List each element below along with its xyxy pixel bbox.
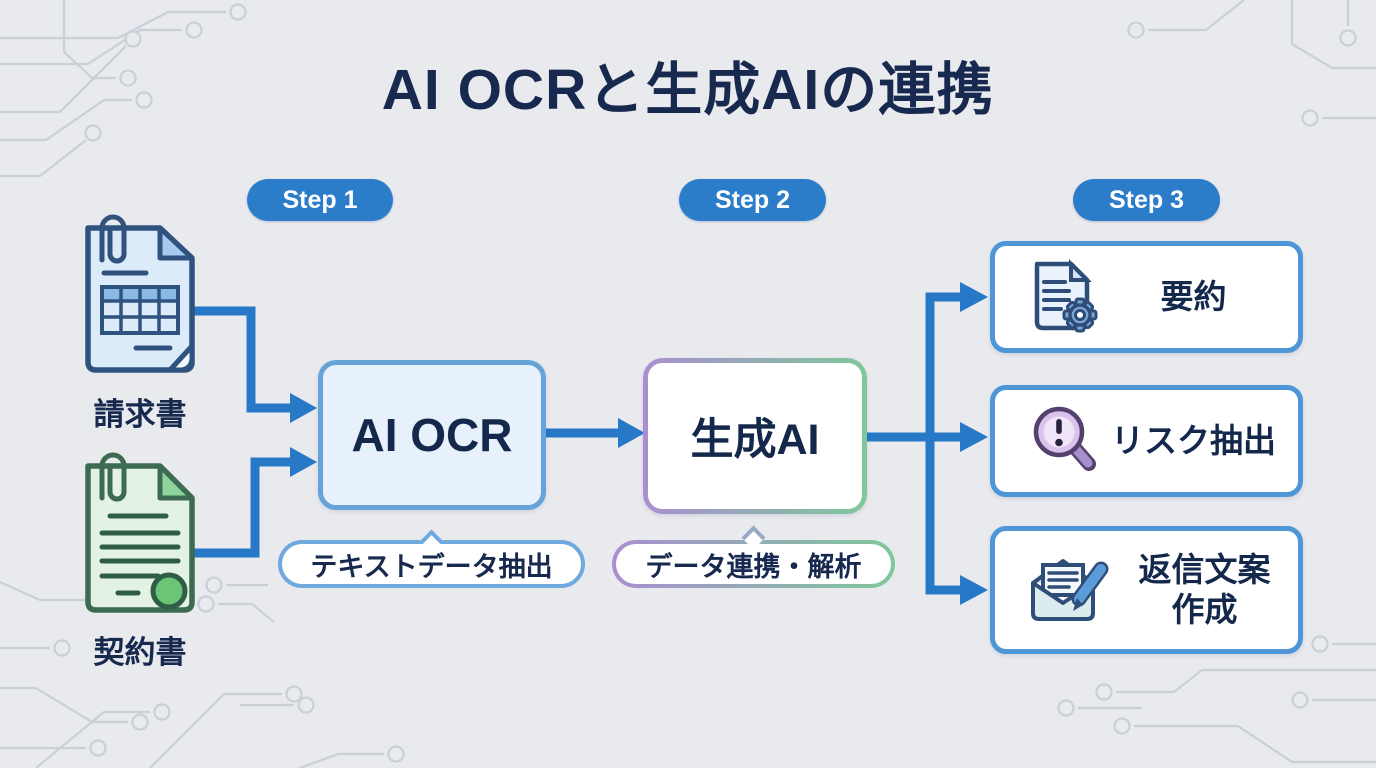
step-3-badge: Step 3 (1073, 179, 1220, 221)
input-label-contract: 契約書 (93, 635, 187, 670)
magnifier-alert-icon (1025, 402, 1103, 480)
gen-ai-label: 生成AI (690, 416, 820, 464)
input-invoice: 請求書 (40, 210, 240, 434)
output-label-reply: 返信文案作成 (1138, 551, 1271, 628)
genai-note-bubble: データ連携・解析 (612, 525, 895, 588)
step-1-badge: Step 1 (247, 179, 393, 221)
step-2-badge: Step 2 (679, 179, 826, 221)
ai-ocr-node: AI OCR (318, 360, 546, 510)
output-summary: 要約 (990, 241, 1303, 353)
ocr-note-bubble: テキストデータ抽出 (278, 529, 585, 588)
envelope-pen-icon (1025, 551, 1111, 629)
gen-ai-node: 生成AI (643, 358, 867, 514)
ocr-note-text: テキストデータ抽出 (310, 551, 553, 582)
input-contract: 契約書 (40, 446, 240, 672)
input-label-invoice: 請求書 (93, 397, 187, 432)
ai-ocr-label: AI OCR (351, 409, 513, 461)
diagram-title: AI OCRと生成AIの連携 (381, 58, 995, 122)
invoice-document-icon (85, 214, 195, 373)
output-risk-extraction: リスク抽出 (990, 385, 1303, 497)
genai-note-text: データ連携・解析 (645, 551, 862, 582)
output-reply-draft: 返信文案作成 (990, 526, 1303, 654)
output-label-risk: リスク抽出 (1111, 422, 1276, 460)
contract-document-icon (85, 452, 195, 613)
document-gear-icon (1025, 258, 1103, 336)
output-label-summary: 要約 (1160, 278, 1227, 316)
